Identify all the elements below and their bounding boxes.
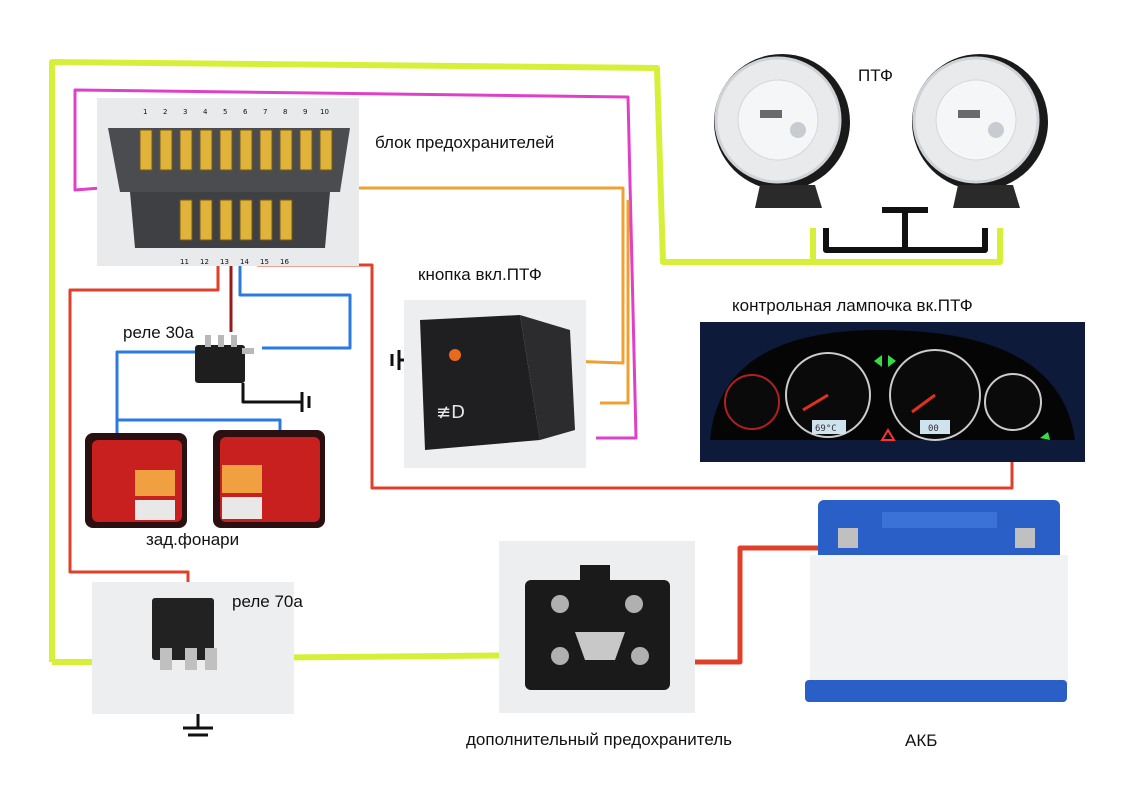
fuse-block-fuses-bottom xyxy=(179,199,293,241)
relay-30a xyxy=(195,335,254,383)
fog-light-right xyxy=(912,54,1048,208)
wire-yellow-green-main xyxy=(49,59,1003,662)
fuse-number: 4 xyxy=(203,108,208,116)
fuse-number: 14 xyxy=(240,258,249,266)
fog-light-left xyxy=(714,54,850,208)
tail-lights-label: зад.фонари xyxy=(146,530,240,549)
relay-70a-label: реле 70а xyxy=(232,592,303,611)
svg-text:≢D: ≢D xyxy=(436,402,465,423)
fuse-number: 8 xyxy=(283,108,287,116)
fuse-number: 11 xyxy=(180,258,189,266)
fuse-number: 2 xyxy=(163,108,167,116)
fuse-block-fuses-top xyxy=(139,129,333,171)
fuse-number: 13 xyxy=(220,258,229,266)
tail-light-left xyxy=(85,433,187,528)
ground-symbol-button xyxy=(390,350,401,370)
battery xyxy=(805,500,1068,702)
instrument-cluster: 69°C 00 xyxy=(700,322,1085,462)
odo-display: 00 xyxy=(928,424,939,434)
wire-orange-2 xyxy=(600,200,630,405)
extra-fuse-label: дополнительный предохранитель xyxy=(466,730,733,749)
fog-lights-label: ПТФ xyxy=(858,66,893,85)
fuse-block: 1 2 3 4 5 6 7 8 9 10 11 12 13 14 15 16 xyxy=(97,98,359,266)
fuse-number: 9 xyxy=(303,108,307,116)
fuse-numbers-top: 1 2 3 4 5 6 7 8 9 10 xyxy=(143,108,329,116)
fuse-block-label: блок предохранителей xyxy=(375,133,555,152)
temp-display: 69°C xyxy=(815,424,837,434)
wire-blue-1 xyxy=(238,250,352,350)
wire-magenta xyxy=(73,88,638,440)
fuse-number: 7 xyxy=(263,108,267,116)
fuse-number: 15 xyxy=(260,258,269,266)
ground-symbol-relay30 xyxy=(300,392,311,412)
fuse-number: 1 xyxy=(143,108,147,116)
tail-light-right xyxy=(213,430,325,528)
fuse-number: 12 xyxy=(200,258,209,266)
wire-red-battery xyxy=(655,545,843,665)
fog-button-label: кнопка вкл.ПТФ xyxy=(418,265,542,284)
relay-30a-label: реле 30а xyxy=(123,323,194,342)
fuse-numbers-bottom: 11 12 13 14 15 16 xyxy=(180,258,289,266)
wire-ground-relay30 xyxy=(241,383,302,404)
fuse-number: 5 xyxy=(223,108,227,116)
fog-button: ≢D xyxy=(404,300,586,468)
fuse-number: 6 xyxy=(243,108,248,116)
fuse-number: 3 xyxy=(183,108,187,116)
indicator-lamp-label: контрольная лампочка вк.ПТФ xyxy=(732,296,973,315)
relay-70a xyxy=(92,582,294,714)
fuse-number: 10 xyxy=(320,108,329,116)
ground-symbol-relay70 xyxy=(183,726,213,737)
extra-fuse xyxy=(499,541,695,713)
fuse-number: 16 xyxy=(280,258,289,266)
battery-label: АКБ xyxy=(905,731,938,750)
